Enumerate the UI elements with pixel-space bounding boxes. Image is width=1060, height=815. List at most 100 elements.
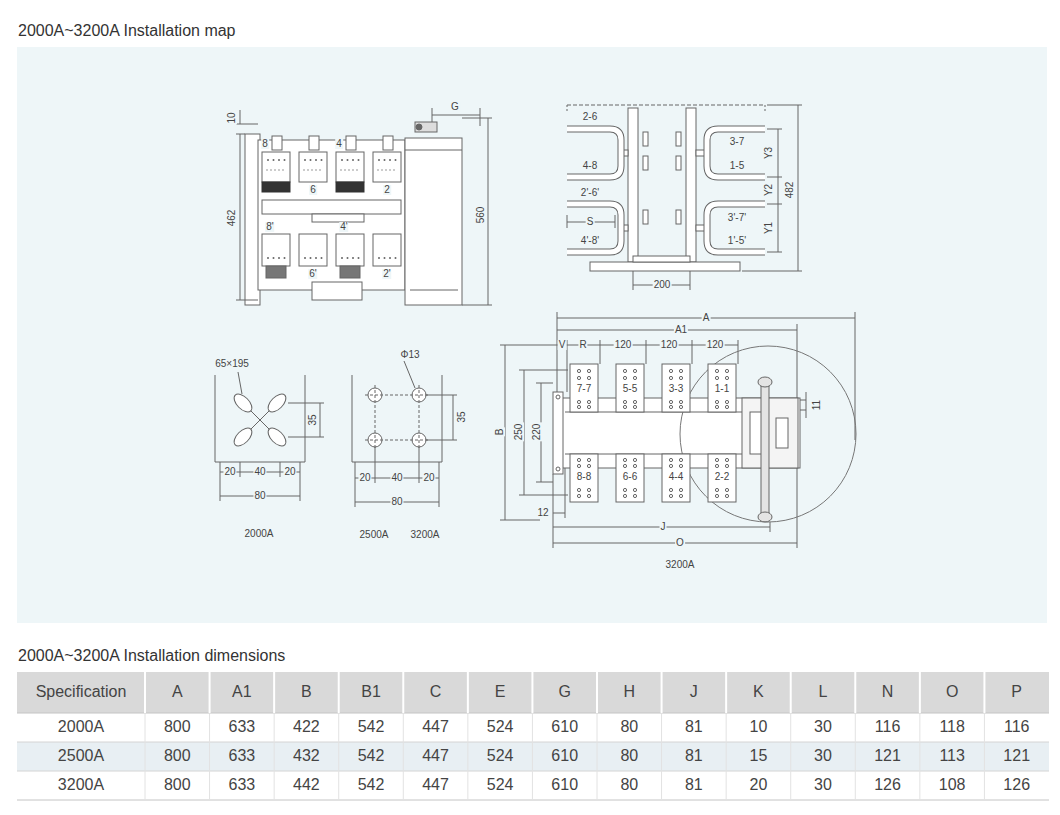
dimension-label: 20 bbox=[358, 473, 371, 483]
dimension-label: O bbox=[675, 538, 685, 548]
table-column-lines-part bbox=[145, 713, 146, 800]
dimension-label: 35 bbox=[308, 413, 318, 426]
busbar-hole-details-part bbox=[404, 361, 415, 388]
dimension-label: 1-5 bbox=[729, 161, 745, 171]
table-column-lines-part bbox=[596, 672, 598, 713]
front-view-units-part bbox=[304, 159, 306, 161]
front-view-units-part bbox=[303, 170, 323, 171]
dimension-label: B bbox=[495, 428, 505, 437]
terminal-pads-part bbox=[633, 400, 636, 403]
table-cell: 633 bbox=[227, 748, 256, 764]
table-cell: 80 bbox=[619, 719, 639, 735]
busbar-hole-details bbox=[215, 361, 457, 507]
side-view-part bbox=[765, 105, 766, 112]
table-column-lines bbox=[145, 672, 984, 800]
table-column-lines-part bbox=[467, 672, 469, 713]
side-view-part bbox=[767, 204, 782, 205]
front-view-units-part bbox=[340, 266, 360, 278]
dimension-label: 12 bbox=[536, 508, 549, 518]
table-cell: 118 bbox=[938, 719, 966, 735]
dimension-label: A bbox=[702, 313, 711, 323]
top-view-part bbox=[519, 370, 568, 371]
table-column-lines-part bbox=[402, 672, 404, 713]
table-cell: 610 bbox=[550, 748, 579, 764]
top-view-part bbox=[553, 474, 554, 548]
table-column-lines-part bbox=[338, 672, 340, 713]
dimension-label: 65×195 bbox=[214, 359, 250, 369]
terminal-pads-part bbox=[669, 376, 672, 379]
front-view-units-part bbox=[352, 159, 354, 161]
front-view-units bbox=[262, 136, 401, 278]
top-view-part bbox=[742, 398, 798, 468]
front-view-part bbox=[236, 300, 258, 301]
busbar-hole-details-part bbox=[288, 403, 324, 404]
terminal-pads-part bbox=[633, 376, 636, 379]
front-view-units-part bbox=[278, 257, 280, 259]
side-view-part bbox=[676, 210, 681, 224]
busbar-hole-details-part bbox=[426, 395, 457, 396]
dimension-label: 6 bbox=[309, 185, 317, 195]
table-cell: 30 bbox=[813, 719, 833, 735]
terminal-pads-part bbox=[679, 405, 682, 408]
drawing-title: 2000A~3200A Installation map bbox=[17, 23, 237, 39]
top-view-part bbox=[553, 392, 563, 474]
dimension-label: Y2 bbox=[764, 183, 774, 197]
side-view-part bbox=[643, 132, 648, 146]
dimension-label: J bbox=[660, 522, 667, 532]
dimension-label: 10 bbox=[227, 111, 237, 124]
table-grid bbox=[17, 672, 1049, 800]
table-header-cell: N bbox=[881, 684, 895, 700]
table-cell: 524 bbox=[486, 719, 515, 735]
dimension-label: 1-1 bbox=[714, 384, 730, 394]
table-cell: 800 bbox=[163, 748, 192, 764]
front-view-units-part bbox=[336, 182, 364, 192]
side-view-part bbox=[628, 108, 638, 262]
side-view-part-part bbox=[707, 204, 765, 252]
table-cell: 121 bbox=[873, 748, 902, 764]
dimension-label: 3-3 bbox=[668, 384, 684, 394]
table-column-lines-part bbox=[919, 672, 921, 713]
terminal-pads-part bbox=[623, 458, 626, 461]
dimension-label: 2'-6' bbox=[580, 188, 600, 198]
terminal-pads-part bbox=[715, 458, 718, 461]
front-view-units-part bbox=[341, 257, 343, 259]
terminal-pads-part bbox=[669, 464, 672, 467]
table-grid-part bbox=[17, 742, 1049, 771]
dimension-label: 8 bbox=[261, 139, 269, 149]
busbar-hole-details-part bbox=[300, 462, 301, 501]
table-grid-part bbox=[17, 672, 1049, 713]
terminal-pads-part bbox=[577, 376, 580, 379]
dimension-label: 40 bbox=[390, 473, 403, 483]
front-view-units-part bbox=[395, 257, 397, 259]
busbar-hole-details-part bbox=[215, 375, 305, 462]
table-column-lines-part bbox=[983, 672, 985, 713]
table-column-lines-part bbox=[725, 672, 727, 713]
front-view-units-part bbox=[304, 257, 306, 259]
table-cell: 81 bbox=[684, 748, 704, 764]
table-cell: 81 bbox=[684, 719, 704, 735]
dimension-label: 3200A bbox=[665, 560, 696, 570]
top-view-part bbox=[519, 495, 568, 496]
terminal-pads-part bbox=[577, 400, 580, 403]
terminal-pads-part bbox=[570, 364, 598, 412]
front-view-units-part bbox=[272, 136, 282, 150]
table-column-lines-part bbox=[790, 672, 792, 713]
front-view-units-part bbox=[336, 152, 364, 182]
table-column-lines-part bbox=[597, 713, 598, 800]
terminal-pads-part bbox=[577, 494, 580, 497]
top-view-part bbox=[692, 340, 693, 364]
table-column-lines-part bbox=[209, 713, 210, 800]
table-column-lines-part bbox=[209, 672, 211, 713]
front-view-units-part bbox=[352, 257, 354, 259]
table-cell: 442 bbox=[292, 777, 321, 793]
terminal-pads-part bbox=[725, 494, 728, 497]
side-view-part bbox=[567, 105, 765, 106]
side-view-part bbox=[643, 210, 648, 224]
dimension-label: 11 bbox=[812, 399, 822, 411]
table-grid-part bbox=[17, 713, 1049, 742]
dimension-label: 4' bbox=[339, 222, 348, 232]
terminal-pads-part bbox=[587, 494, 590, 497]
top-view-part bbox=[800, 410, 806, 411]
terminal-pads-part bbox=[616, 454, 644, 502]
